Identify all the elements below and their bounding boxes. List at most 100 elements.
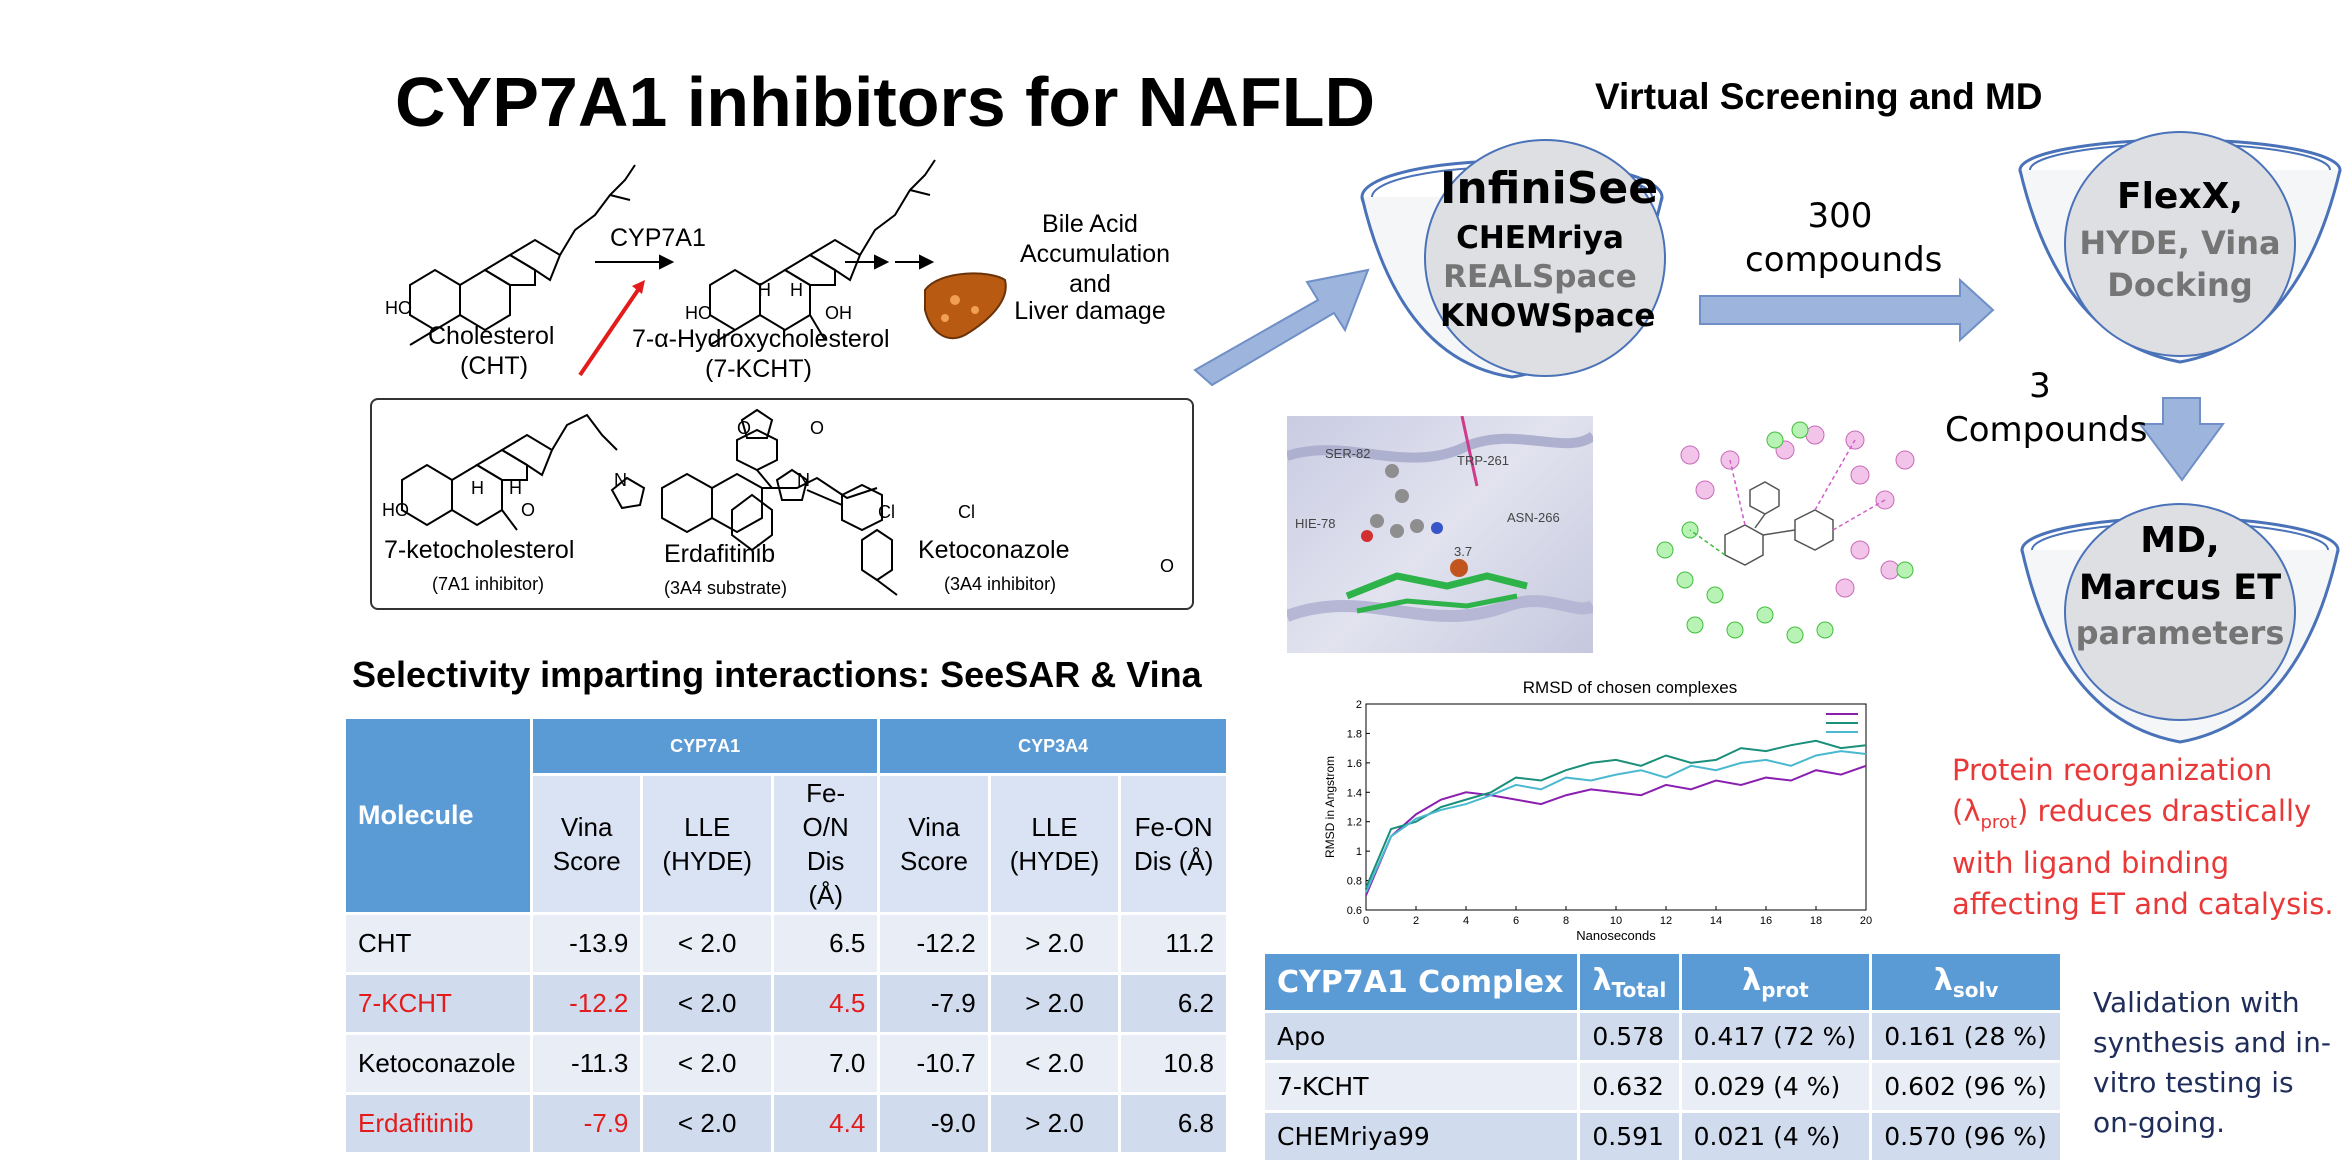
table-cell: 0.591: [1577, 1110, 1682, 1163]
table-cell: 0.632: [1577, 1060, 1682, 1113]
atom-label-o: O: [521, 500, 536, 520]
column-header-molecule: Molecule: [343, 716, 533, 915]
x-tick-label: 4: [1463, 915, 1469, 927]
table-cell: 7.0: [771, 1032, 881, 1095]
table-row: Apo 0.578 0.417 (72 %) 0.161 (28 %): [1261, 1010, 2063, 1063]
table-cell: 7-KCHT: [1261, 1060, 1581, 1113]
diagonal-arrow: [1193, 268, 1370, 387]
funnel-screening-line-1: InfiniSee: [1440, 163, 1659, 214]
y-tick-label: 1.8: [1347, 728, 1362, 740]
y-tick-label: 2: [1356, 699, 1362, 711]
inhibitor-note: (3A4 substrate): [664, 578, 788, 598]
column-header: Fe-O/N Dis (Å): [771, 773, 881, 915]
table-cell: > 2.0: [987, 972, 1122, 1035]
selectivity-title: Selectivity imparting interactions: SeeS…: [352, 654, 1202, 695]
funnel-screening-line-3: REALSpace: [1443, 259, 1637, 295]
column-group-cyp7a1: CYP7A1: [529, 716, 881, 776]
atom-label-ho: HO: [385, 298, 412, 318]
table-cell: < 2.0: [640, 1032, 775, 1095]
series-line-3: [1365, 750, 1867, 893]
selectivity-table: Molecule CYP7A1 CYP3A4 Vina Score LLE (H…: [343, 716, 1229, 1155]
column-header-lambda-prot: λprot: [1678, 951, 1873, 1013]
lambda-subscript: Total: [1611, 977, 1667, 1002]
cholesterol-abbr: (CHT): [460, 352, 529, 380]
funnel-md-line-2: Marcus ET: [2078, 568, 2282, 608]
table-row: CHT -13.9 < 2.0 6.5 -12.2 > 2.0 11.2: [343, 912, 1229, 975]
column-header: Vina Score: [877, 773, 991, 915]
atom-label-o: O: [1160, 556, 1175, 576]
table-cell: -10.7: [877, 1032, 991, 1095]
table-row: 7-KCHT -12.2 < 2.0 4.5 -7.9 > 2.0 6.2: [343, 972, 1229, 1035]
lambda-table: CYP7A1 Complex λTotal λprot λsolv Apo 0.…: [1261, 951, 2063, 1163]
molecule-name: 7-KCHT: [343, 972, 533, 1035]
lambda-symbol: λ: [1742, 962, 1762, 998]
down-arrow: [2138, 397, 2225, 482]
outcome-line-1: Bile Acid: [1042, 210, 1138, 238]
residue-label: SER-82: [1325, 446, 1371, 461]
atom-label-h: H: [471, 478, 484, 498]
table-cell: -12.2: [877, 912, 991, 975]
residue-label: TRP-261: [1457, 453, 1510, 468]
table-cell: > 2.0: [987, 1092, 1122, 1155]
interaction-diagram-render: [1656, 421, 1915, 644]
x-tick-label: 6: [1513, 915, 1519, 927]
enzyme-label: CYP7A1: [610, 224, 706, 252]
atom-label-o: O: [810, 418, 825, 438]
section-title-virtual-screening: Virtual Screening and MD: [1595, 76, 2043, 117]
outcome-line-3: and: [1069, 270, 1111, 298]
x-tick-label: 20: [1860, 915, 1872, 927]
interaction-diagram: [1645, 420, 1925, 660]
series-line-2: [1365, 739, 1867, 889]
atom-label-cl: Cl: [958, 502, 975, 522]
selected-compounds-label: Compounds: [1945, 410, 2148, 450]
atom-label-h: H: [790, 280, 803, 300]
validation-note: Validation with synthesis and in-vitro t…: [2093, 986, 2331, 1139]
funnel-screening-line-2: CHEMriya: [1456, 220, 1624, 256]
molecule-name: CHT: [343, 912, 533, 975]
x-tick-label: 16: [1760, 915, 1772, 927]
funnel-screening-line-4: KNOWSpace: [1440, 298, 1656, 334]
table-cell: 0.578: [1577, 1010, 1682, 1063]
table-cell: 0.417 (72 %): [1678, 1010, 1873, 1063]
table-cell: -7.9: [877, 972, 991, 1035]
distance-label: 3.7: [1454, 544, 1473, 559]
column-header-lambda-total: λTotal: [1577, 951, 1682, 1013]
x-tick-label: 12: [1660, 915, 1672, 927]
selected-compounds-count: 3: [2029, 366, 2051, 406]
table-cell: 11.2: [1118, 912, 1229, 975]
y-tick-label: 1.2: [1347, 817, 1362, 829]
table-row: 7-KCHT 0.632 0.029 (4 %) 0.602 (96 %): [1261, 1060, 2063, 1113]
compounds-label: compounds: [1745, 240, 1943, 280]
y-axis-label: RMSD in Angstrom: [1323, 756, 1337, 858]
column-header: Fe-ON Dis (Å): [1118, 773, 1229, 915]
atom-label-h: H: [758, 280, 771, 300]
table-cell: 6.8: [1118, 1092, 1229, 1155]
table-cell: -11.3: [529, 1032, 644, 1095]
table-cell: -9.0: [877, 1092, 991, 1155]
atom-label-n: N: [614, 470, 627, 490]
table-row: CHEMriya99 0.591 0.021 (4 %) 0.570 (96 %…: [1261, 1110, 2063, 1163]
y-tick-label: 1: [1356, 846, 1362, 858]
lambda-symbol: λ: [1933, 962, 1953, 998]
table-cell: 0.021 (4 %): [1678, 1110, 1873, 1163]
lambda-subscript: solv: [1952, 977, 1999, 1002]
atom-label-ho: HO: [685, 303, 712, 323]
x-tick-label: 2: [1413, 915, 1419, 927]
table-cell: 10.8: [1118, 1032, 1229, 1095]
inhibitor-note: (7A1 inhibitor): [432, 574, 545, 594]
x-tick-label: 0: [1363, 915, 1369, 927]
cholesterol-structure: [409, 159, 1007, 377]
column-header: LLE (HYDE): [640, 773, 775, 915]
column-header-complex: CYP7A1 Complex: [1261, 951, 1581, 1013]
table-row: Ketoconazole -11.3 < 2.0 7.0 -10.7 < 2.0…: [343, 1032, 1229, 1095]
hydroxycholesterol-abbr: (7-KCHT): [705, 355, 812, 383]
table-cell: 4.5: [771, 972, 881, 1035]
y-tick-label: 1.6: [1347, 758, 1362, 770]
table-cell: 6.2: [1118, 972, 1229, 1035]
column-header: LLE (HYDE): [987, 773, 1122, 915]
reorg-text-pre: Protein reorganization (λ: [1952, 753, 2273, 828]
table-cell: < 2.0: [640, 1092, 775, 1155]
hydroxycholesterol-label: 7-α-Hydroxycholesterol: [632, 325, 890, 353]
lambda-symbol: λ: [1592, 962, 1612, 998]
